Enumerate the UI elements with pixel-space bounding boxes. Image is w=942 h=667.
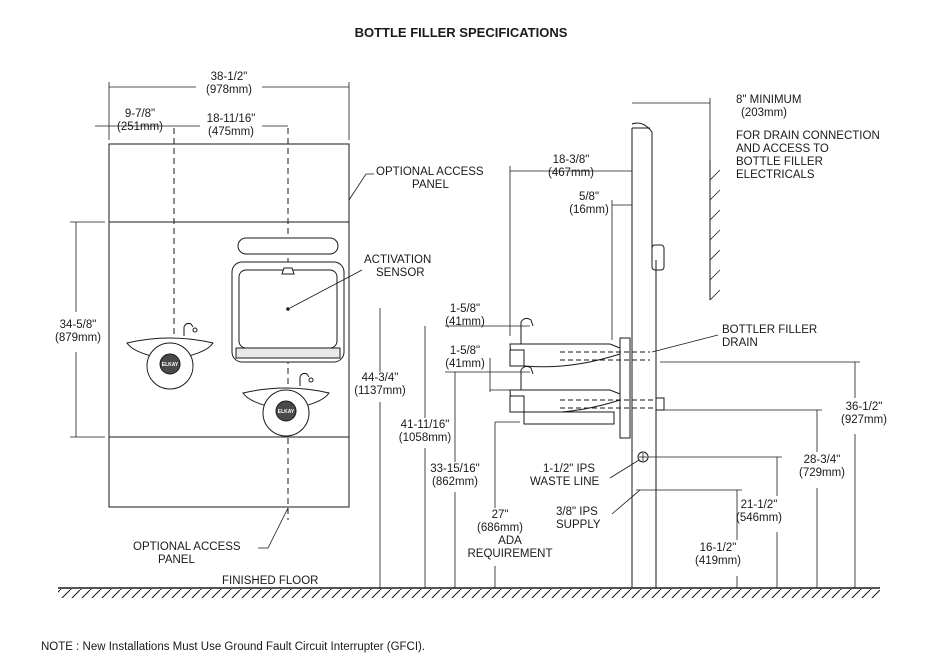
spout2-mm: (41mm) [445,358,485,370]
spout2-in: 1-5/8" [450,345,480,357]
h4434-in: 44-3/4" [362,372,399,384]
h16-mm: (419mm) [695,555,741,567]
access-panel-bottom-line2: PANEL [158,554,195,566]
bottom-access-leader [258,507,289,549]
lower-fountain-profile [509,389,621,414]
drain-note-2: AND ACCESS TO [736,143,829,155]
overall-width-in: 38-1/2" [211,71,248,83]
drain-note-4: ELECTRICALS [736,169,815,181]
h27-in: 27" [492,509,509,521]
h36-in: 36-1/2" [846,401,883,413]
access-panel-bottom-line1: OPTIONAL ACCESS [133,541,241,553]
lower-bubbler [520,365,534,390]
left-offset-in: 9-7/8" [125,108,155,120]
activation-sensor-dot [286,307,290,311]
height-left-mm: (879mm) [55,332,101,344]
upper-fountain-profile [509,343,621,368]
min-in: 8" MINIMUM [736,94,801,106]
lower-button [509,395,525,413]
floor-hatch [58,589,880,598]
left-offset-mm: (251mm) [117,121,163,133]
front-panel-outline [108,143,350,508]
wall-cap [631,122,653,260]
h28-mm: (729mm) [799,467,845,479]
depth-in: 18-3/8" [553,154,590,166]
right-fountain-button [275,400,297,422]
top-access-leader [348,173,374,201]
spout1-in: 1-5/8" [450,303,480,315]
finished-floor-label: FINISHED FLOOR [222,575,318,587]
supply-2: SUPPLY [556,519,601,531]
spout1-mm: (41mm) [445,316,485,328]
right-fountain-logo: ELKAY [278,409,295,415]
bottler-drain-2: DRAIN [722,337,758,349]
h16-in: 16-1/2" [700,542,737,554]
h28-in: 28-3/4" [804,454,841,466]
mounting-plate [619,337,631,439]
bottler-drain-leader [651,334,719,353]
activation-line2: SENSOR [376,267,425,279]
bottle-filler-top-bar [237,237,339,255]
right-fountain-bubbler-tip [308,377,314,383]
waste-leader [609,459,640,479]
drawing-title: BOTTLE FILLER SPECIFICATIONS [355,25,568,40]
access-panel-top-line2: PANEL [412,179,449,191]
waste-1: 1-1/2" IPS [543,463,595,475]
gfci-note: NOTE : New Installations Must Use Ground… [41,641,425,653]
supply-leader [611,489,641,515]
floor: FINISHED FLOOR [58,575,880,598]
h33-in: 33-15/16" [430,463,479,475]
supply-1: 3/8" IPS [556,506,598,518]
activation-leader [289,269,363,309]
wall-box [651,244,665,271]
ada-2: REQUIREMENT [468,548,553,560]
drain-note-3: BOTTLE FILLER [736,156,823,168]
activation-line1: ACTIVATION [364,254,431,266]
left-fountain-bubbler-tip [192,327,198,333]
left-fountain-bubbler [183,322,194,336]
bottle-filler-drain-tray [235,347,341,359]
access-panel-top-line1: OPTIONAL ACCESS [376,166,484,178]
ada-1: ADA [498,535,522,547]
gap-in: 5/8" [579,191,599,203]
depth-mm: (467mm) [548,167,594,179]
side-view: 18-3/8" (467mm) 5/8" (16mm) 8" MINIMUM (… [354,94,887,588]
bottler-drain-1: BOTTLER FILLER [722,324,817,336]
overall-width-mm: (978mm) [206,84,252,96]
right-fountain-bubbler [299,372,310,386]
lower-drain-stub [655,397,665,411]
upper-button [509,349,525,367]
drain-note-1: FOR DRAIN CONNECTION [736,130,880,142]
rear-wall-hatch [709,169,721,301]
h41-in: 41-11/16" [401,419,450,431]
h33-mm: (862mm) [432,476,478,488]
bottle-filler-nozzle [281,267,295,275]
height-left-in: 34-5/8" [60,319,97,331]
gap-mm: (16mm) [569,204,609,216]
left-fountain-logo: ELKAY [162,362,179,368]
waste-2: WASTE LINE [530,476,600,488]
h21-mm: (546mm) [736,512,782,524]
h41-mm: (1058mm) [399,432,452,444]
left-fountain-button [159,353,181,375]
h4434-mm: (1137mm) [354,385,406,397]
front-view: ELKAY ELKAY 38-1/2" (978mm) 9-7/8" (251m… [55,71,484,566]
lower-housing [523,411,615,425]
min-mm: (203mm) [741,107,787,119]
upper-bubbler [520,317,534,344]
h36-mm: (927mm) [841,414,887,426]
center-offset-in: 18-11/16" [207,113,256,125]
h27-mm: (686mm) [477,522,523,534]
center-offset-mm: (475mm) [208,126,254,138]
h21-in: 21-1/2" [741,499,778,511]
